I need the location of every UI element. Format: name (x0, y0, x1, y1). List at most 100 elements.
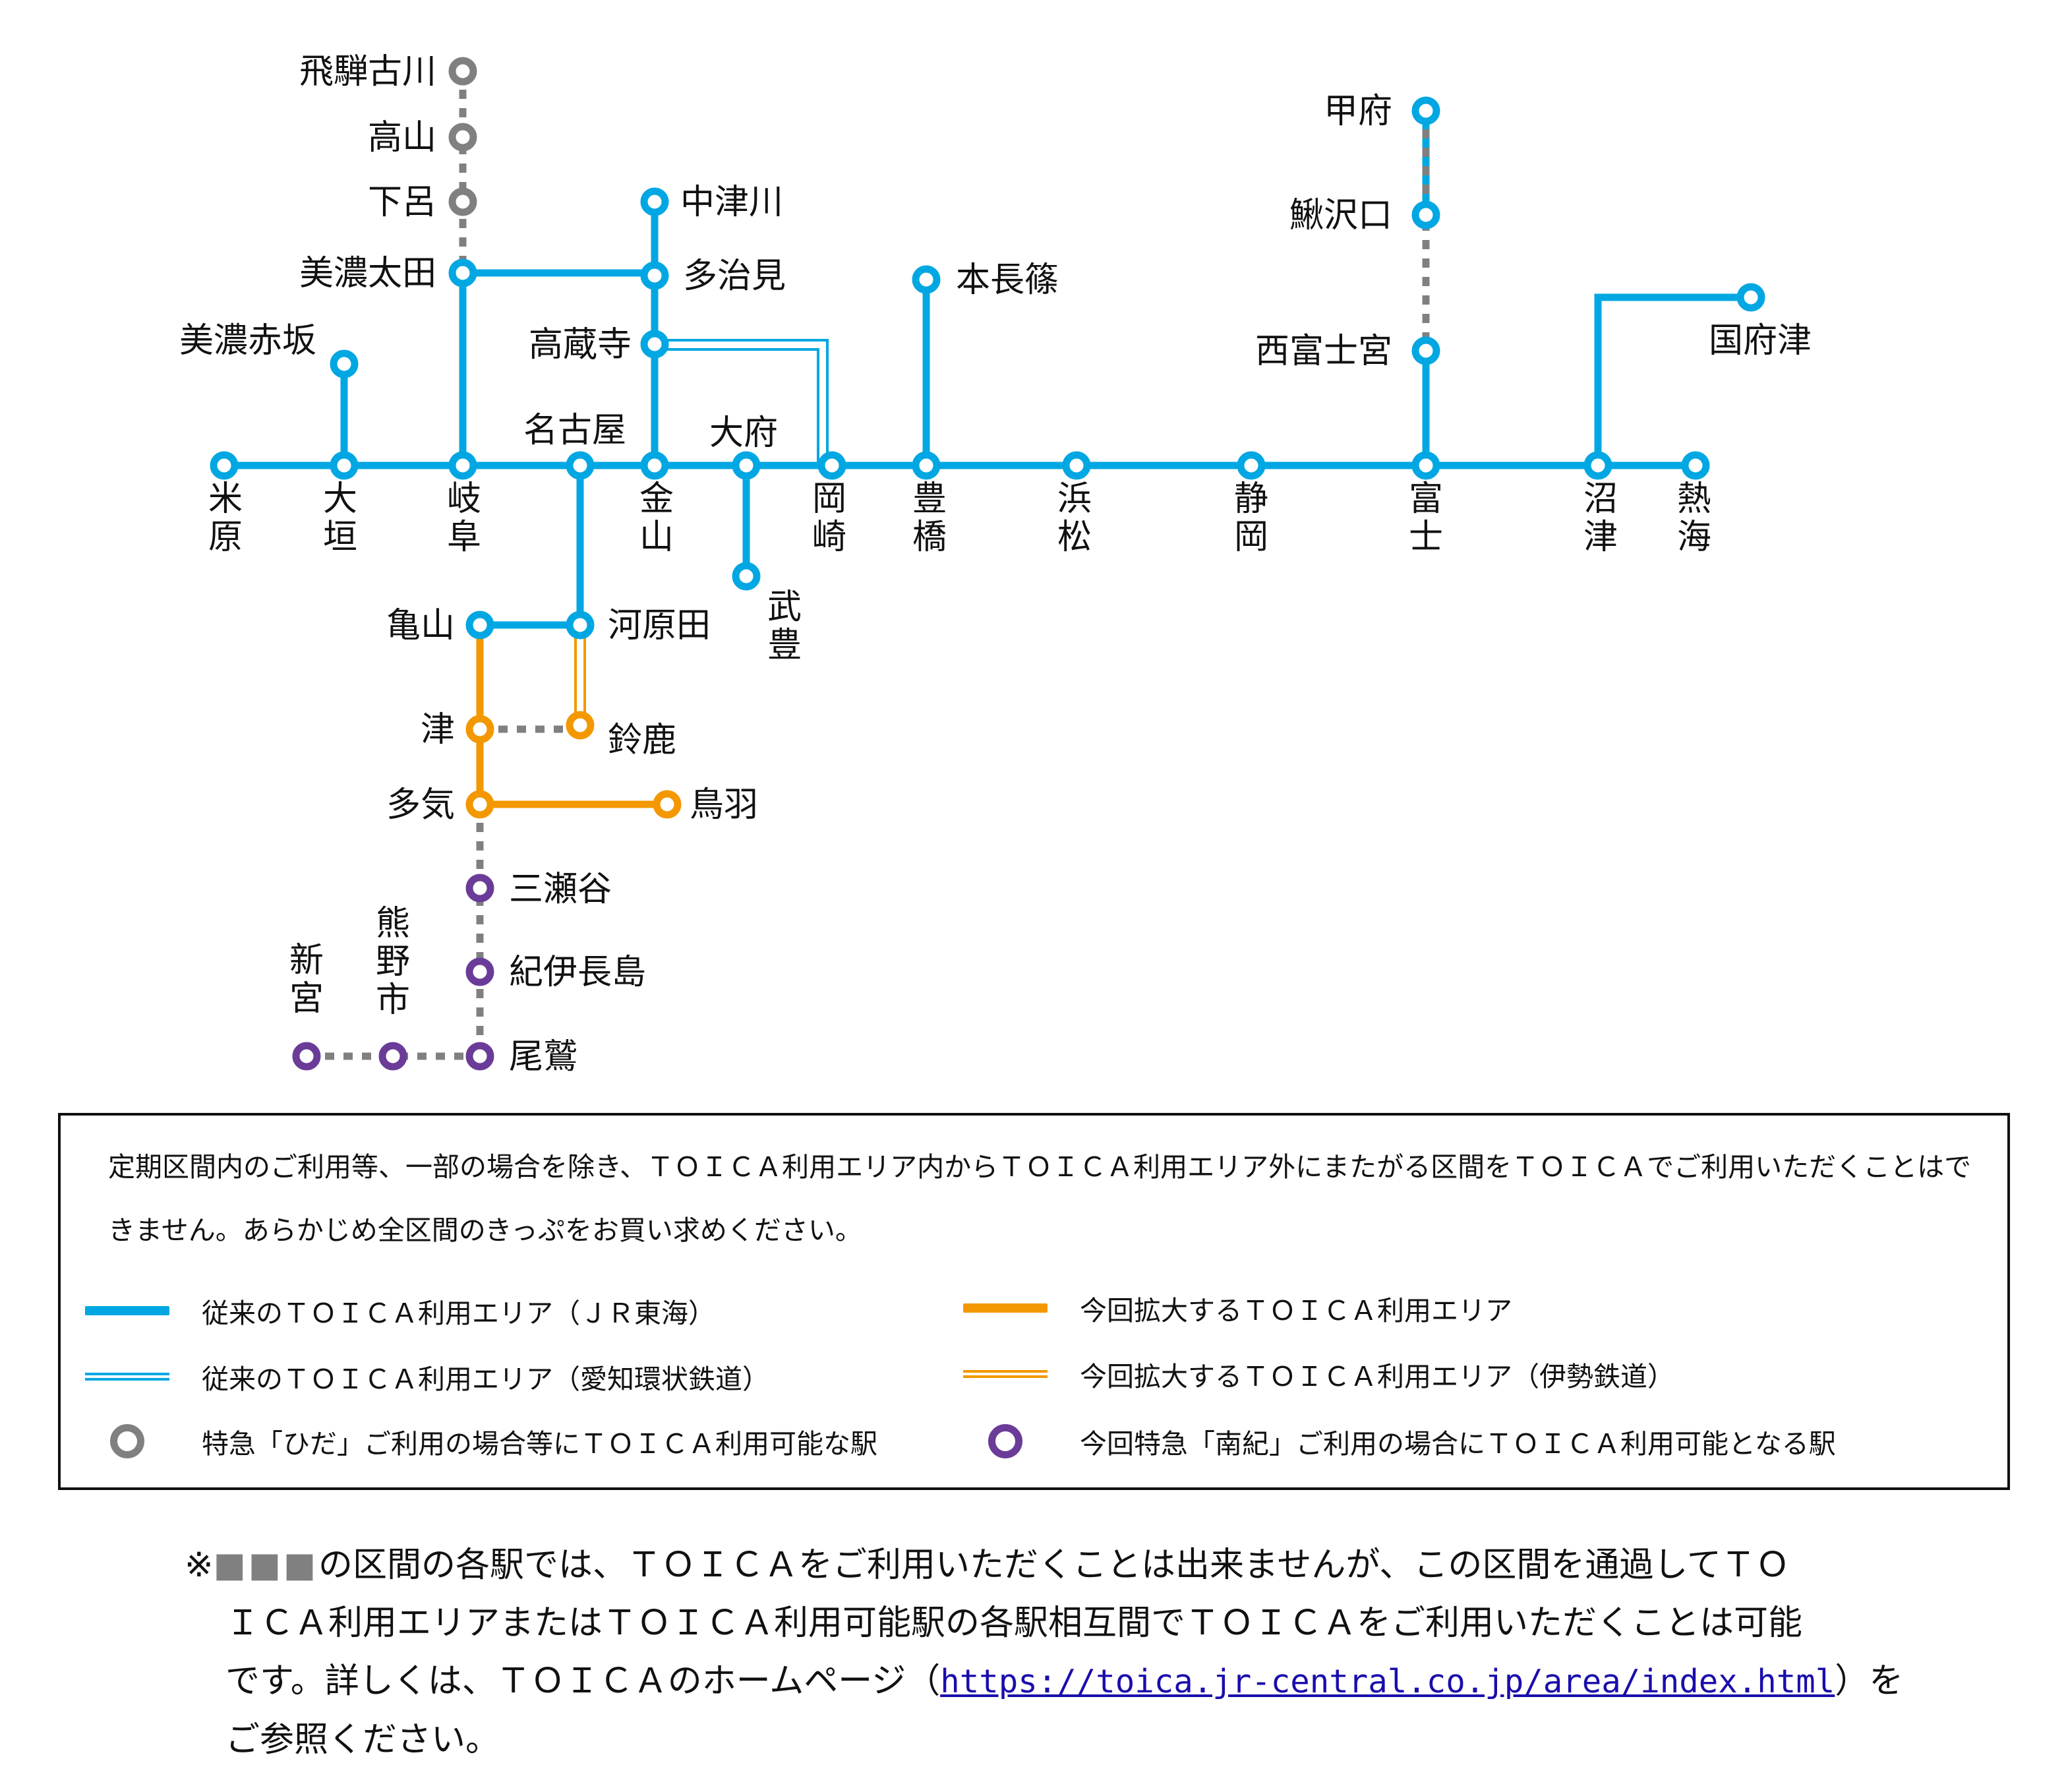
label-tajimi: 多治見 (683, 256, 786, 296)
station-ring-tajimi (640, 261, 669, 290)
station-rings (210, 57, 1765, 1071)
route-map: 飛騨古川 高山 下呂 美濃太田 美濃赤坂 中津川 多治見 高蔵寺 名古屋 大府 … (179, 52, 1812, 1077)
station-ring-ogaki (330, 451, 359, 480)
label-takayama: 高山 (368, 118, 436, 158)
station-ring-kumanoshi (378, 1042, 407, 1071)
station-ring-kanayama (640, 451, 669, 480)
legend-swatch-aikan-line (84, 1357, 170, 1396)
station-ring-taki (465, 790, 494, 819)
legend-item-nanki-station: 今回特急「南紀」ご利用の場合にＴＯＩＣＡ利用可能となる駅 (962, 1421, 1836, 1461)
station-ring-kiinagashima (465, 957, 494, 986)
legend-item-aikan-line: 従来のＴＯＩＣＡ利用エリア（愛知環状鉄道） (84, 1357, 769, 1396)
footnote-dotted-symbol: ■■■ (213, 1545, 318, 1585)
label-minoakasaka: 美濃赤坂 (179, 321, 316, 361)
label-hamamatsu: 浜松 (1057, 479, 1092, 557)
station-ring-okazaki (817, 451, 846, 480)
footnote-text-1: の区間の各駅では、ＴＯＩＣＡをご利用いただくことは出来ませんが、この区間を通過し… (318, 1545, 1790, 1585)
label-kozu: 国府津 (1709, 321, 1812, 361)
legend-item-hida-station: 特急「ひだ」ご利用の場合等にＴＯＩＣＡ利用可能な駅 (84, 1421, 877, 1461)
station-ring-misedani (465, 874, 494, 903)
label-minoota: 美濃太田 (299, 254, 436, 293)
label-kameyama: 亀山 (386, 606, 455, 645)
label-kozoji: 高蔵寺 (529, 325, 632, 365)
label-ogaki: 大垣 (323, 479, 357, 557)
legend-box: 定期区間内のご利用等、一部の場合を除き、ＴＯＩＣＡ利用エリア内からＴＯＩＣＡ利用… (58, 1113, 2010, 1490)
station-ring-nishifujinomiya (1411, 336, 1440, 365)
legend-ring-hida-icon (84, 1421, 170, 1461)
station-ring-toyohashi (912, 451, 941, 480)
aikan-line (655, 339, 829, 465)
label-owase: 尾鷲 (509, 1037, 577, 1077)
station-ring-shingu (292, 1042, 321, 1071)
gotemba-line (1594, 293, 1755, 469)
label-numazu: 沼津 (1583, 479, 1618, 557)
footnote: ※■■■の区間の各駅では、ＴＯＩＣＡをご利用いただくことは出来ませんが、この区間… (185, 1536, 1938, 1769)
label-suzuka: 鈴鹿 (608, 721, 676, 760)
label-maibara: 米原 (208, 479, 243, 557)
legend-item-ise-line: 今回拡大するＴＯＩＣＡ利用エリア（伊勢鉄道） (962, 1354, 1674, 1394)
label-nakatsugawa: 中津川 (680, 183, 783, 222)
label-kiinagashima: 紀伊長島 (509, 953, 646, 992)
station-ring-minoakasaka (330, 349, 359, 378)
label-misedani: 三瀬谷 (509, 870, 612, 909)
toica-area-link[interactable]: https://toica.jr-central.co.jp/area/inde… (940, 1663, 1835, 1700)
legend-label-nanki-station: 今回特急「南紀」ご利用の場合にＴＯＩＣＡ利用可能となる駅 (1080, 1428, 1836, 1460)
station-ring-hamamatsu (1062, 451, 1091, 480)
expand-lines (476, 621, 671, 808)
station-ring-gero (448, 187, 477, 216)
legend-label-hida-station: 特急「ひだ」ご利用の場合等にＴＯＩＣＡ利用可能な駅 (202, 1428, 877, 1460)
footnote-text-4: ご参照ください。 (225, 1720, 500, 1760)
label-kawarada: 河原田 (608, 606, 711, 645)
legend-swatch-jr-line (84, 1291, 170, 1330)
station-ring-numazu (1583, 451, 1612, 480)
dotted-sections (307, 71, 1430, 1060)
station-labels: 飛騨古川 高山 下呂 美濃太田 美濃赤坂 中津川 多治見 高蔵寺 名古屋 大府 … (179, 52, 1812, 1077)
station-ring-tsu (465, 715, 494, 744)
label-okazaki: 岡崎 (812, 479, 846, 557)
legend-ring-nanki-icon (962, 1421, 1048, 1461)
footnote-text-3a: です。詳しくは、ＴＯＩＣＡのホームページ（ (225, 1661, 941, 1701)
legend-swatch-expand-line (962, 1288, 1048, 1328)
station-ring-kawarada (566, 611, 595, 640)
label-shingu: 新宮 (289, 941, 324, 1019)
footnote-text-3b: ）を (1835, 1661, 1904, 1701)
label-kofu: 甲府 (1324, 92, 1392, 131)
label-toba: 鳥羽 (690, 785, 758, 825)
station-ring-kameyama (465, 611, 494, 640)
label-gifu: 岐阜 (447, 479, 481, 557)
station-ring-fuji (1411, 451, 1440, 480)
label-nagoya: 名古屋 (523, 411, 626, 450)
legend-label-aikan-line: 従来のＴＯＩＣＡ利用エリア（愛知環状鉄道） (202, 1363, 769, 1395)
label-taketoyo: 武豊 (767, 587, 802, 665)
legend-swatch-ise-line (962, 1354, 1048, 1394)
label-honnagashino: 本長篠 (956, 260, 1059, 300)
station-ring-kofu (1411, 96, 1440, 125)
station-ring-minoota (448, 258, 477, 287)
label-atami: 熱海 (1677, 479, 1711, 557)
label-shizuoka: 静岡 (1234, 479, 1268, 557)
station-ring-taketoyo (732, 562, 761, 591)
station-ring-obu (732, 451, 761, 480)
label-toyohashi: 豊橋 (912, 479, 947, 557)
label-hidafurukawa: 飛騨古川 (299, 52, 436, 92)
label-nishifujinomiya: 西富士宮 (1255, 332, 1392, 371)
station-ring-maibara (210, 451, 239, 480)
station-ring-kozu (1736, 283, 1765, 312)
label-obu: 大府 (709, 413, 778, 453)
station-ring-nakatsugawa (640, 187, 669, 216)
station-ring-kozoji (640, 330, 669, 359)
label-gero: 下呂 (368, 183, 436, 222)
label-kajikazawaguchi: 鰍沢口 (1289, 196, 1392, 235)
legend-item-jr-line: 従来のＴＯＩＣＡ利用エリア（ＪＲ東海） (84, 1291, 715, 1330)
label-tsu: 津 (421, 710, 455, 750)
footnote-mark: ※ (185, 1545, 214, 1585)
label-taki: 多気 (386, 785, 455, 825)
station-ring-kajikazawaguchi (1411, 200, 1440, 229)
station-ring-nagoya (566, 451, 595, 480)
legend-label-expand-line: 今回拡大するＴＯＩＣＡ利用エリア (1080, 1295, 1512, 1327)
station-ring-owase (465, 1042, 494, 1071)
legend-label-ise-line: 今回拡大するＴＯＩＣＡ利用エリア（伊勢鉄道） (1080, 1361, 1674, 1392)
station-ring-gifu (448, 451, 477, 480)
station-ring-honnagashino (912, 265, 941, 294)
